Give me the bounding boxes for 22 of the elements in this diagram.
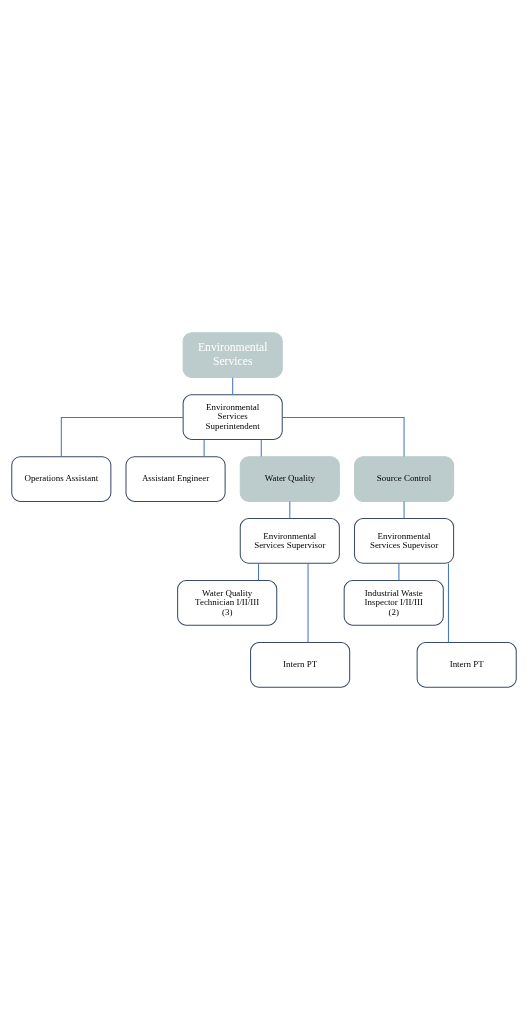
node-box: Environmental Services Supevisor <box>353 517 454 564</box>
connector <box>260 438 262 457</box>
node-box: Environmental Services Supervisor <box>239 517 340 564</box>
node-box: Water Quality <box>239 455 340 502</box>
connector <box>397 562 399 581</box>
connector <box>281 416 405 457</box>
connector <box>447 562 449 643</box>
connector <box>403 500 405 519</box>
connector <box>288 500 290 519</box>
node-box: Water Quality Technician I/II/III (3) <box>176 579 277 626</box>
node-box: Environmental Services <box>182 331 283 378</box>
connector <box>307 562 309 643</box>
node-box: Environmental Services Superintendent <box>182 393 283 440</box>
node-box: Source Control <box>353 455 454 502</box>
connector <box>60 416 184 457</box>
connector <box>203 438 205 457</box>
node-box: Operations Assistant <box>10 455 111 502</box>
node-box: Assistant Engineer <box>125 455 226 502</box>
connector <box>231 376 233 395</box>
node-box: Intern PT <box>416 641 517 688</box>
node-box: Intern PT <box>249 641 350 688</box>
node-box: Industrial Waste Inspector I/II/III (2) <box>343 579 444 626</box>
